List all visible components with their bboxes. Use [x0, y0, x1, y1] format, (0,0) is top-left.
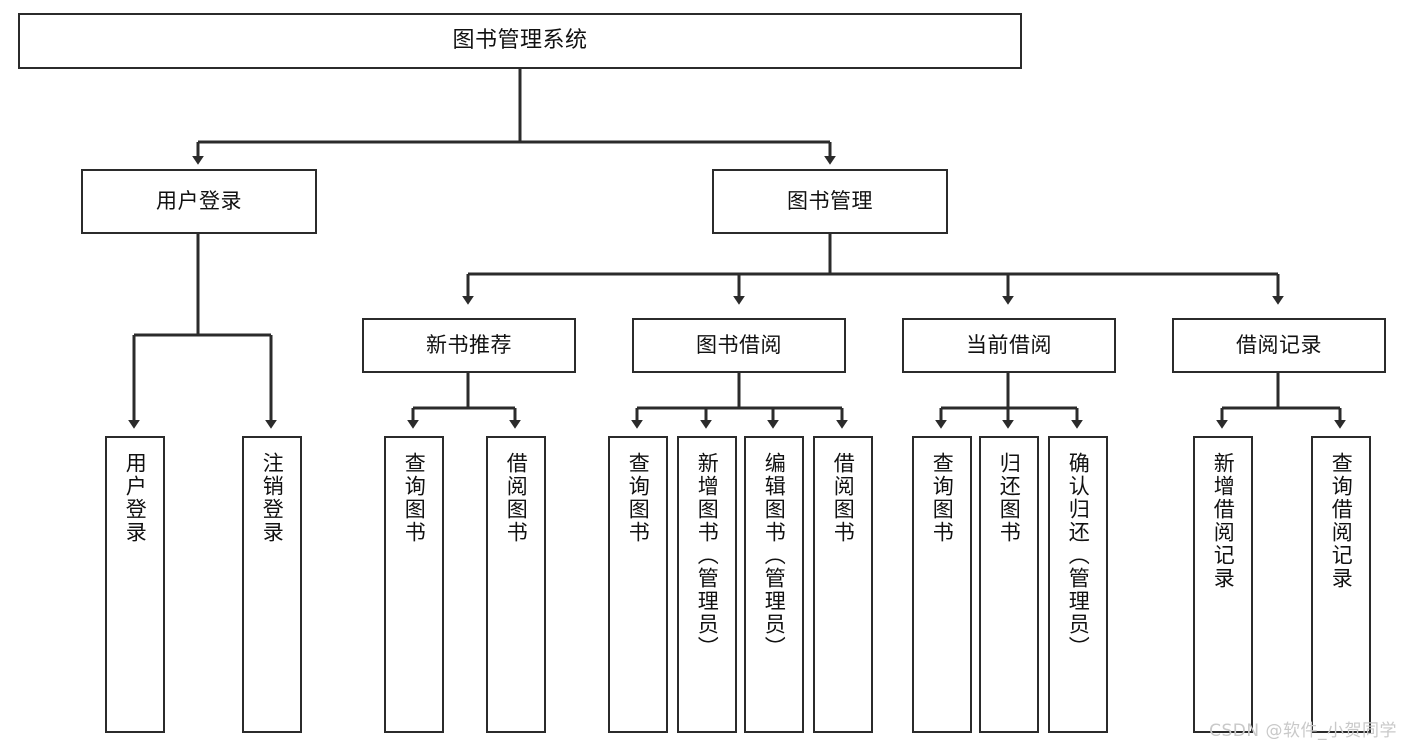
leaf-logout-login-label: 注销登录 — [260, 452, 285, 544]
node-book-manage[interactable]: 图书管理 — [712, 169, 948, 234]
leaf-query-book-2[interactable]: 查询图书 — [608, 436, 668, 733]
node-book-borrow[interactable]: 图书借阅 — [632, 318, 846, 373]
node-current-borrow-label: 当前借阅 — [966, 333, 1052, 358]
leaf-user-login-label: 用户登录 — [123, 452, 148, 544]
leaf-borrow-book-2-label: 借阅图书 — [831, 452, 856, 544]
leaf-query-book-1-label: 查询图书 — [402, 452, 427, 544]
leaf-return-book[interactable]: 归还图书 — [979, 436, 1039, 733]
node-current-borrow[interactable]: 当前借阅 — [902, 318, 1116, 373]
leaf-query-borrow-record[interactable]: 查询借阅记录 — [1311, 436, 1371, 733]
leaf-edit-book-admin-label: 编辑图书（管理员） — [762, 452, 787, 659]
node-root-label: 图书管理系统 — [452, 28, 588, 54]
leaf-borrow-book-1-label: 借阅图书 — [504, 452, 529, 544]
leaf-logout-login[interactable]: 注销登录 — [242, 436, 302, 733]
leaf-borrow-book-2[interactable]: 借阅图书 — [813, 436, 873, 733]
leaf-query-borrow-record-label: 查询借阅记录 — [1329, 452, 1354, 590]
node-borrow-record-label: 借阅记录 — [1236, 333, 1322, 358]
node-borrow-record[interactable]: 借阅记录 — [1172, 318, 1386, 373]
leaf-add-borrow-record-label: 新增借阅记录 — [1211, 452, 1236, 590]
leaf-confirm-return-admin[interactable]: 确认归还（管理员） — [1048, 436, 1108, 733]
node-root[interactable]: 图书管理系统 — [18, 13, 1022, 69]
leaf-add-book-admin-label: 新增图书（管理员） — [695, 452, 720, 659]
leaf-add-borrow-record[interactable]: 新增借阅记录 — [1193, 436, 1253, 733]
node-new-book-recommend-label: 新书推荐 — [426, 333, 512, 358]
leaf-user-login[interactable]: 用户登录 — [105, 436, 165, 733]
node-user-login-label: 用户登录 — [156, 189, 242, 214]
node-book-borrow-label: 图书借阅 — [696, 333, 782, 358]
leaf-confirm-return-admin-label: 确认归还（管理员） — [1066, 452, 1091, 659]
leaf-query-book-1[interactable]: 查询图书 — [384, 436, 444, 733]
leaf-query-book-3-label: 查询图书 — [930, 452, 955, 544]
node-book-manage-label: 图书管理 — [787, 189, 873, 214]
node-user-login[interactable]: 用户登录 — [81, 169, 317, 234]
node-new-book-recommend[interactable]: 新书推荐 — [362, 318, 576, 373]
leaf-return-book-label: 归还图书 — [997, 452, 1022, 544]
leaf-edit-book-admin[interactable]: 编辑图书（管理员） — [744, 436, 804, 733]
leaf-query-book-3[interactable]: 查询图书 — [912, 436, 972, 733]
leaf-query-book-2-label: 查询图书 — [626, 452, 651, 544]
leaf-borrow-book-1[interactable]: 借阅图书 — [486, 436, 546, 733]
leaf-add-book-admin[interactable]: 新增图书（管理员） — [677, 436, 737, 733]
csdn-watermark: CSDN @软件_小贺同学 — [1209, 721, 1397, 741]
